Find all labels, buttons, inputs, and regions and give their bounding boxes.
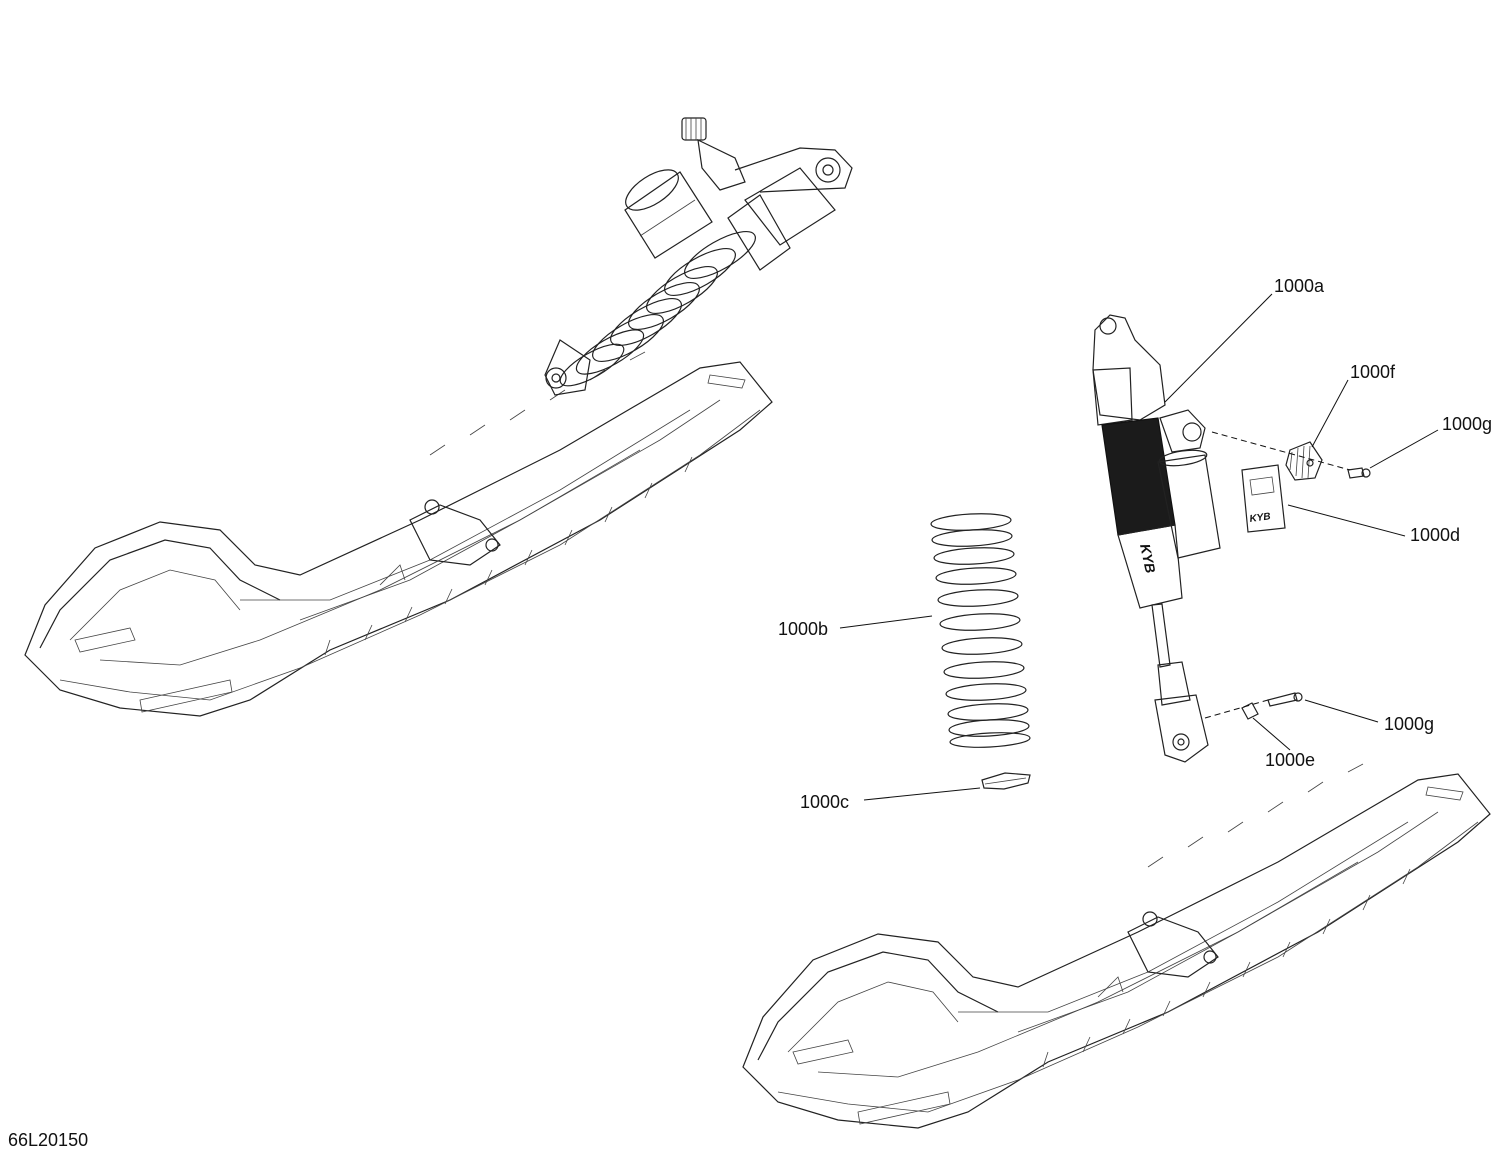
spring-seat-icon xyxy=(981,772,1031,790)
callout-1000b: 1000b xyxy=(778,619,828,639)
leader-1000e xyxy=(1252,717,1291,751)
ski-right-icon xyxy=(742,763,1491,1129)
assembly-line-top xyxy=(1211,431,1351,471)
leader-1000b xyxy=(839,615,933,629)
reference-code: 66L20150 xyxy=(8,1130,89,1150)
ski-left-icon xyxy=(24,351,773,717)
callout-1000g-top: 1000g xyxy=(1442,414,1492,434)
decal-label-text: KYB xyxy=(1249,511,1271,525)
shock-assembled-icon xyxy=(544,117,853,396)
callout-1000c: 1000c xyxy=(800,792,849,812)
leader-1000a xyxy=(1164,293,1273,403)
adjuster-knob-icon xyxy=(1285,441,1323,481)
callout-1000f: 1000f xyxy=(1350,362,1396,382)
bushing-icon xyxy=(1241,702,1259,720)
leader-1000g-bottom xyxy=(1304,699,1379,723)
screw-top-icon xyxy=(1347,467,1371,479)
shock-absorber-icon: KYB xyxy=(1092,314,1221,763)
shock-decal-text: KYB xyxy=(1137,542,1159,574)
leader-1000f xyxy=(1311,379,1349,448)
callout-1000d: 1000d xyxy=(1410,525,1460,545)
screw-bottom-icon xyxy=(1267,692,1303,707)
decal-icon: KYB xyxy=(1241,464,1286,533)
callout-1000g-bottom: 1000g xyxy=(1384,714,1434,734)
leader-1000c xyxy=(863,787,981,801)
leader-1000g-top xyxy=(1369,429,1439,469)
leader-1000d xyxy=(1287,504,1406,537)
callout-1000a: 1000a xyxy=(1274,276,1325,296)
coil-spring-icon xyxy=(930,513,1031,748)
assembly-line-bottom xyxy=(1204,699,1269,719)
callout-1000e: 1000e xyxy=(1265,750,1315,770)
